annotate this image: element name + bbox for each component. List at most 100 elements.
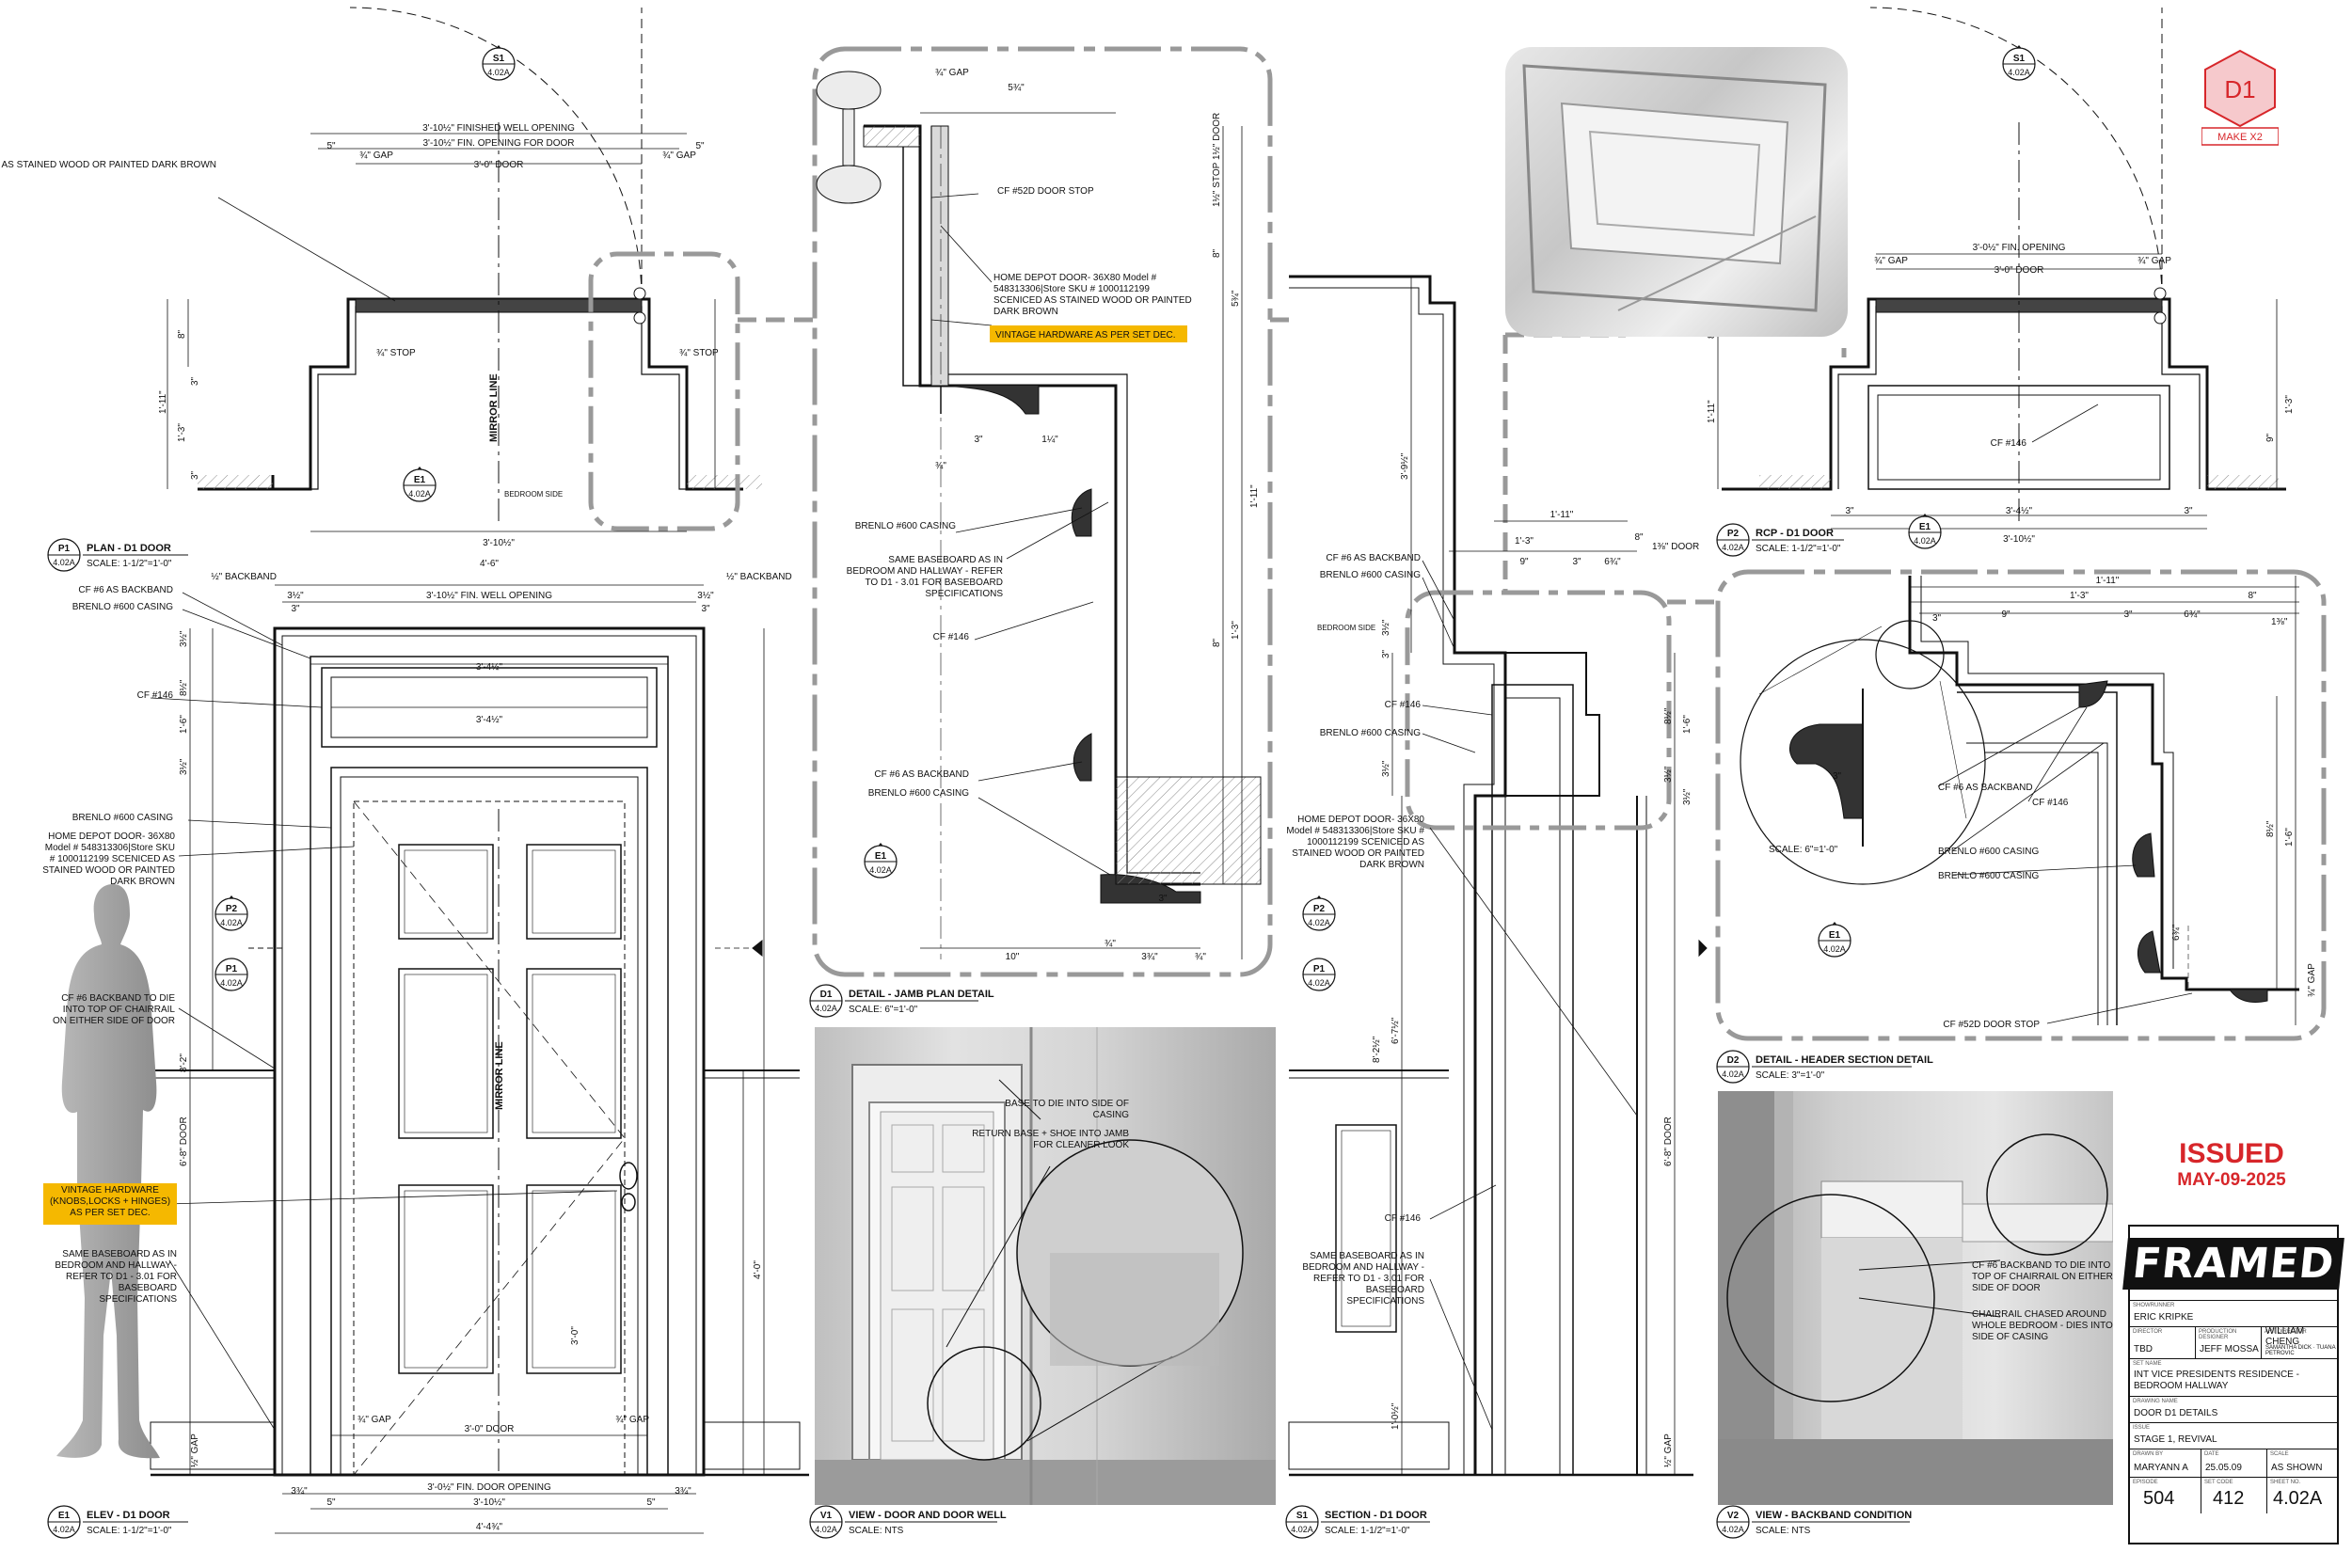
section-note-cf146: CF #146 (1385, 700, 1422, 710)
plan-dim: 1'-3" (177, 423, 187, 442)
title-e1: E1 4.02A ELEV - D1 DOOR SCALE: 1-1/2"=1'… (47, 1505, 188, 1539)
scale-figure (56, 884, 160, 1459)
elev-dim: 3" (291, 604, 300, 614)
jamb-dimensions: ¾" GAP 5¾" 1½" DOOR 1½" STOP 8" 5¾" 3" 1… (846, 68, 1260, 962)
rcp-dim: 1'-3" (2284, 395, 2295, 414)
header-detail-scale: SCALE: 6"=1'-0" (1769, 845, 1838, 855)
plan-dim: 5" (326, 141, 336, 151)
marker-sheet: 4.02A (487, 68, 510, 77)
marker-p2-elev: P2 4.02A (215, 895, 282, 949)
marker-sheet: 4.02A (869, 865, 892, 875)
marker-id: P1 (226, 964, 238, 974)
title-d1-scale: SCALE: 6"=1'-0" (849, 1005, 918, 1015)
section-dim: 6'-8" DOOR (1663, 1117, 1674, 1166)
jamb-dim: 5¾" (1008, 83, 1025, 93)
plan-dim: ¾" GAP (662, 150, 696, 161)
section-dim: 1⅜" DOOR (1652, 542, 1699, 552)
v1-note-return: RETURN BASE + SHOE INTO JAMB FOR CLEANER… (972, 1129, 1129, 1150)
marker-id: P2 (226, 904, 238, 914)
jamb-detail-d1 (812, 46, 1273, 977)
marker-id: S1 (2013, 54, 2026, 64)
rcp-dim: 3'-4½" (2006, 506, 2033, 516)
elev-dim: 6'-8" DOOR (179, 1117, 189, 1166)
rcp-dim: ¾" GAP (2137, 256, 2171, 266)
section-dim: 9" (1519, 557, 1529, 567)
header-note-brenlo: BRENLO #600 CASING (1938, 847, 2039, 857)
title-v2-sheet: 4.02A (1722, 1525, 1744, 1534)
section-note-brenlo2: BRENLO #600 CASING (1320, 728, 1421, 738)
title-v2: V2 4.02A VIEW - BACKBAND CONDITION SCALE… (1716, 1505, 1912, 1539)
marker-sheet: 4.02A (2008, 68, 2030, 77)
plan-dim: 1'-11" (158, 390, 168, 414)
section-dim: 1'-11" (1550, 510, 1574, 520)
plan-view-p1 (167, 7, 813, 532)
title-p2-name: RCP - D1 DOOR (1756, 528, 1834, 539)
header-dim: 3" (1833, 771, 1842, 782)
jamb-note-baseboard: SAME BASEBOARD AS IN BEDROOM AND HALLWAY… (846, 555, 1003, 599)
header-dim: 8" (2248, 591, 2257, 601)
v2-note-chairrail: CF #6 BACKBAND TO DIE INTO TOP OF CHAIRR… (1972, 1260, 2113, 1293)
header-note-cf6: CF #6 AS BACKBAND (1938, 783, 2033, 793)
jamb-dim: 1¼" (1041, 434, 1058, 445)
title-v1-name: VIEW - DOOR AND DOOR WELL (849, 1510, 1007, 1521)
jamb-dim: 8" (1212, 638, 1222, 647)
elev-dim: 3½" (179, 630, 189, 647)
section-dim: 3'-9½" (1400, 452, 1410, 480)
title-v1-id: V1 (820, 1511, 833, 1521)
plan-dim: 8" (177, 329, 187, 339)
marker-id: S1 (493, 54, 505, 64)
title-d2-sheet: 4.02A (1722, 1069, 1744, 1079)
section-dim: 6'-7½" (1391, 1017, 1401, 1044)
jamb-dim: ¾" (1104, 939, 1116, 949)
title-p1-sheet: 4.02A (53, 558, 75, 567)
plan-bedroom-side: BEDROOM SIDE (504, 490, 563, 499)
plan-mirror-line: MIRROR LINE (488, 373, 500, 442)
section-dim: 8" (1634, 532, 1644, 543)
plan-dim: 3'-10½" (483, 538, 515, 548)
elev-dim: 3¾" (291, 1486, 308, 1497)
v1-note-base: BASE TO DIE INTO SIDE OF CASING (1005, 1099, 1129, 1120)
elev-note-hardware: VINTAGE HARDWARE (KNOBS,LOCKS + HINGES) … (49, 1185, 171, 1218)
title-e1-sheet: 4.02A (53, 1525, 75, 1534)
elev-note-baseboard: SAME BASEBOARD AS IN BEDROOM AND HALLWAY… (55, 1249, 177, 1305)
jamb-dim: 1'-3" (1231, 621, 1241, 640)
elev-dim: 8½" (179, 679, 189, 696)
plan-dim: 5" (695, 141, 705, 151)
title-d2-id: D2 (1727, 1055, 1740, 1066)
marker-sheet: 4.02A (220, 918, 243, 927)
header-dim: 9" (2001, 610, 2010, 620)
jamb-dim: ¾" (935, 461, 946, 471)
jamb-note-cf146: CF #146 (933, 632, 970, 642)
plan-dim: 3'-0" DOOR (474, 160, 524, 170)
marker-id: P1 (1313, 964, 1326, 974)
section-dim: 3" (1572, 557, 1581, 567)
elev-dim: 4'-6" (480, 559, 499, 569)
render-v2-backband (1718, 1091, 2113, 1505)
jamb-dim: 10" (1006, 952, 1020, 962)
header-dim: 3" (2123, 610, 2133, 620)
jamb-note-brenlo: BRENLO #600 CASING (855, 521, 956, 531)
header-dim: 1'-11" (2096, 576, 2120, 586)
tb-row-issue: ISSUE STAGE 1, REVIVAL (2130, 1423, 2337, 1449)
plan-dim: 3" (190, 470, 200, 480)
jamb-note-door: HOME DEPOT DOOR- 36X80 Model # 548313306… (993, 273, 1192, 317)
elev-dim: 3'-0" DOOR (465, 1424, 515, 1434)
title-s1-sheet: 4.02A (1291, 1525, 1313, 1534)
header-dim: 1'-3" (2070, 591, 2089, 601)
section-dimensions: 3'-9½" 1'-11" 1'-3" 9" 3" 6¾" 8" 1⅜" DOO… (1286, 452, 1699, 1467)
header-detail-d2 (1667, 569, 2327, 1041)
plan-dim: ¾" STOP (376, 348, 416, 358)
title-d2-scale: SCALE: 3"=1'-0" (1756, 1070, 1825, 1081)
jamb-dim: ¾" GAP (935, 68, 969, 78)
title-e1-id: E1 (58, 1511, 71, 1521)
elev-dim: ¾" GAP (615, 1415, 649, 1425)
title-v1-sheet: 4.02A (815, 1525, 837, 1534)
elev-dim: ¾" GAP (358, 1415, 391, 1425)
header-dim: 1'-6" (2284, 828, 2295, 847)
marker-sheet: 4.02A (1308, 978, 1330, 988)
issued-date: MAY-09-2025 (2177, 1170, 2286, 1190)
elev-note-brenlo: BRENLO #600 CASING (72, 602, 173, 612)
section-dim: 8'-2½" (1372, 1036, 1382, 1063)
